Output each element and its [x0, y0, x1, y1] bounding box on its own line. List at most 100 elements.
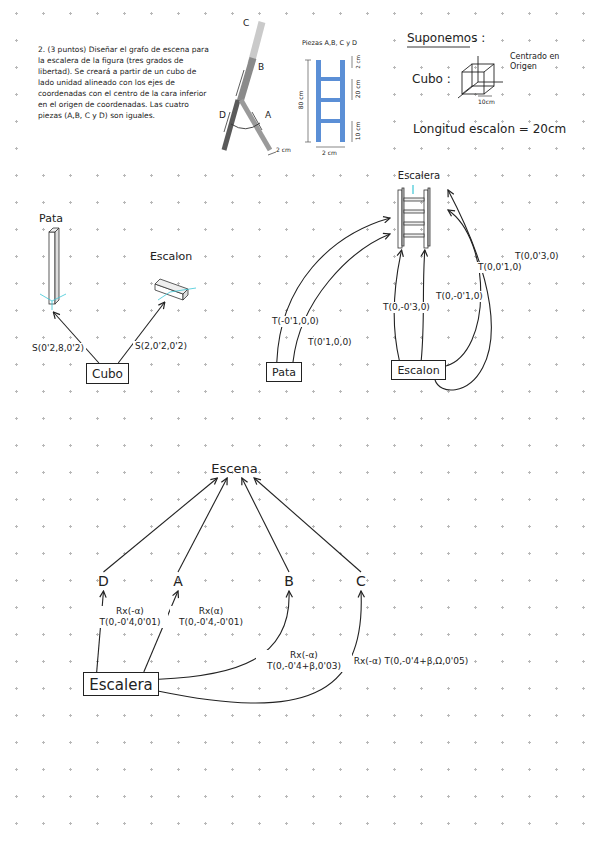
process-box: Pata: [266, 362, 302, 382]
transform-label: T(0,-0'3,0): [381, 302, 432, 313]
dimension: 80 cm: [297, 91, 304, 110]
cube-edge: [484, 64, 494, 72]
dimension-tick: [305, 142, 311, 143]
transform-label: Rx(α) T(0,-0'4,-0'01): [170, 606, 252, 628]
transform-label: S(2,0'2,0'2): [133, 341, 189, 352]
underline: [407, 47, 470, 48]
connector-arrow: [178, 478, 227, 572]
dimension-line: [352, 56, 353, 68]
dimension-line: [316, 147, 345, 148]
dimension: 20 cm: [354, 80, 361, 99]
angle-arc: [231, 123, 260, 129]
text-node: D: [97, 572, 110, 591]
rail: [424, 190, 428, 248]
transform-label: Rx(-α) T(0,-0'4,0'01): [92, 606, 168, 628]
process-box: Escalon: [391, 360, 446, 380]
dimension-line: [478, 96, 492, 97]
figure-title: Piezas A,B, C y D: [302, 40, 357, 48]
dimension-tick: [305, 60, 311, 61]
part-name: D: [219, 110, 226, 121]
connector-arrow: [293, 234, 390, 362]
dimension: 10cm: [478, 98, 495, 105]
axis: [478, 82, 503, 83]
cube-face: [472, 64, 494, 86]
rung: [321, 77, 340, 81]
node-text: Escena: [211, 461, 257, 477]
motion-line: [236, 70, 244, 96]
dimension-line: [352, 121, 353, 142]
transform-label: T(0,0'1,0): [476, 262, 524, 273]
problem-text: 2. (3 puntos) Diseñar el grafo de escena…: [38, 44, 210, 121]
text-node: Escena: [210, 460, 259, 478]
node-text: Cubo: [92, 367, 123, 381]
part-figure: Escalera: [390, 170, 448, 250]
axis: [52, 301, 53, 310]
node-text: B: [284, 573, 294, 590]
part-figure: Escalon: [140, 250, 202, 302]
text-node: C: [355, 572, 367, 591]
piece-b: [240, 58, 253, 102]
connector-arrow: [144, 591, 178, 672]
dimension-line: [308, 60, 309, 142]
dimension: 2 cm: [322, 149, 337, 156]
piece-c: [251, 22, 262, 64]
rung: [404, 234, 424, 237]
node-text: C: [356, 573, 366, 590]
bar-side: [183, 289, 188, 300]
cube-sketch: [458, 56, 503, 98]
part-figure: Pata: [28, 212, 74, 312]
node-text: Escalera: [89, 676, 153, 694]
axis: [170, 288, 196, 292]
transform-label: Rx(-α) T(0,-0'4+β,0'03): [256, 650, 352, 672]
connector-arrow: [446, 210, 481, 366]
process-box: Escalera: [83, 672, 159, 696]
note: Centrado en Origen: [510, 52, 560, 71]
connector-arrow: [53, 312, 99, 363]
connector-arrow: [242, 478, 289, 572]
transform-label: T(0,0'3,0): [513, 251, 561, 262]
axis: [412, 185, 413, 194]
rung: [321, 98, 340, 102]
cube-edge: [484, 86, 494, 94]
dimension: 10 cm: [354, 122, 361, 141]
dimension-line: [352, 79, 353, 100]
bar-side: [55, 228, 59, 304]
piece-d: [224, 100, 238, 150]
connector-arrow: [118, 302, 165, 363]
cube-edge: [462, 86, 472, 94]
node-text: Escalera: [398, 170, 440, 182]
problem-panel: [30, 15, 375, 162]
node-text: A: [173, 573, 183, 590]
axis: [52, 294, 66, 301]
note: Suponemos :: [407, 31, 485, 45]
rail: [340, 60, 345, 142]
node-text: Escalon: [397, 364, 439, 377]
part-name: A: [265, 110, 271, 121]
note: Cubo :: [412, 72, 451, 86]
dimension: 2 cm: [276, 146, 291, 153]
connector-arrow: [104, 478, 218, 572]
rail: [316, 60, 321, 142]
node-text: Pata: [39, 212, 63, 225]
ladder-figure: [224, 22, 276, 155]
connector-arrow: [159, 591, 361, 703]
node-text: D: [98, 573, 109, 590]
pieces-figure: [305, 56, 352, 147]
bar-face: [49, 232, 55, 304]
piece-a: [241, 100, 270, 150]
transform-label: S(0'2,8,0'2): [30, 343, 86, 354]
dimension-line: [268, 152, 276, 155]
part-name: C: [243, 18, 249, 29]
process-box: Cubo: [86, 363, 129, 384]
transform-label: T(-0'1,0,0): [270, 316, 321, 327]
part-name: B: [258, 62, 264, 73]
axis: [40, 294, 52, 301]
transform-label: T(0'1,0,0): [306, 337, 354, 348]
connector-arrow: [97, 591, 104, 672]
cube-face: [462, 72, 484, 94]
text-node: B: [283, 572, 295, 591]
escalera-ladder: [398, 185, 430, 248]
rung: [404, 222, 424, 225]
connector-arrow: [254, 478, 361, 572]
text-node: A: [172, 572, 184, 591]
